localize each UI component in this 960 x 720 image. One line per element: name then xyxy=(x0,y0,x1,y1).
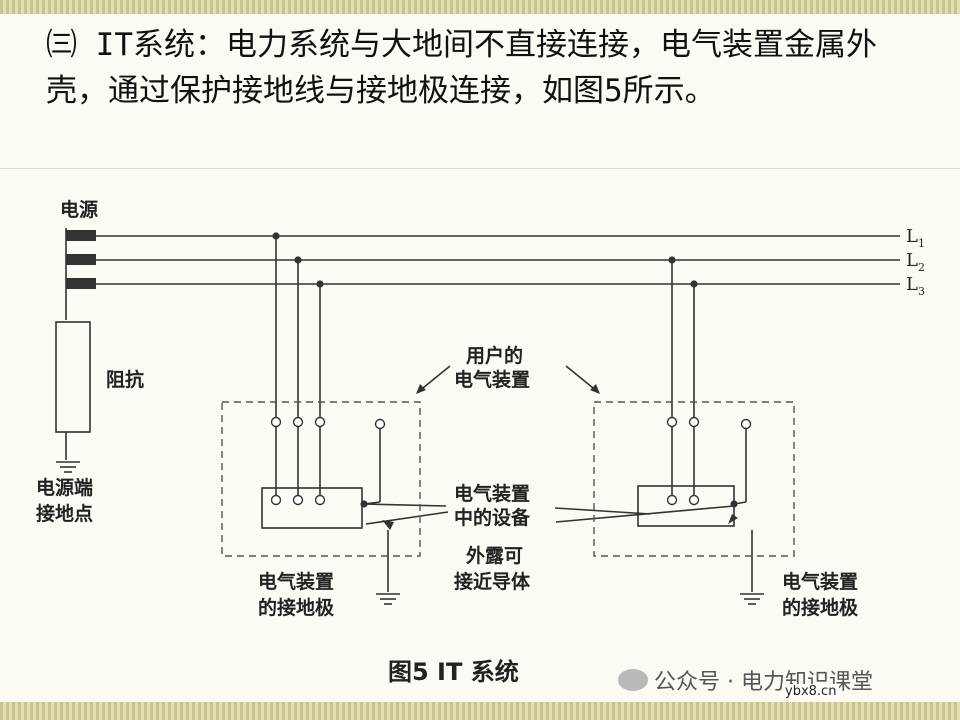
label-equipment-1: 电气装置 xyxy=(454,482,530,505)
wechat-icon xyxy=(618,669,648,691)
right-installation-boundary xyxy=(593,401,795,557)
diagram-caption: 图5 IT 系统 xyxy=(388,658,519,686)
label-user-install-1: 用户的 xyxy=(466,344,523,367)
watermark-text: 公众号 · 电力知识课堂 xyxy=(654,670,873,695)
source-phase-block-2 xyxy=(66,254,96,265)
label-exposed-1: 外露可 xyxy=(466,544,523,567)
bottom-decor-stripe xyxy=(0,702,960,720)
label-source: 电源 xyxy=(60,198,98,221)
label-ground-left-1: 电气装置 xyxy=(258,570,334,593)
left-installation-boundary xyxy=(221,401,421,557)
right-device xyxy=(637,485,735,527)
heading-marker: ㈢ xyxy=(46,27,77,63)
it-system-diagram: L1 L2 L3 电源 阻抗 电源端 接地点 用户的 电气装置 电气装置 中的设… xyxy=(36,198,925,686)
heading-text: ㈢ IT系统：电力系统与大地间不直接连接，电气装置金属外壳，通过保护接地线与接地… xyxy=(46,22,926,114)
label-source-ground-2: 接地点 xyxy=(36,502,93,525)
label-ground-right-2: 的接地极 xyxy=(782,596,859,619)
impedance-box xyxy=(55,321,91,433)
label-exposed-2: 接近导体 xyxy=(454,570,531,593)
left-device xyxy=(261,487,363,529)
source-phase-block-3 xyxy=(66,278,96,289)
label-L2: L2 xyxy=(906,250,925,274)
diagram-frame-line xyxy=(0,168,960,169)
label-source-ground-1: 电源端 xyxy=(36,476,93,499)
site-label: ybx8.cn xyxy=(782,684,840,699)
label-ground-right-1: 电气装置 xyxy=(782,570,858,593)
heading-body: IT系统：电力系统与大地间不直接连接，电气装置金属外壳，通过保护接地线与接地极连… xyxy=(46,27,877,109)
label-equipment-2: 中的设备 xyxy=(454,506,531,529)
label-L1: L1 xyxy=(906,226,925,250)
label-user-install-2: 电气装置 xyxy=(454,368,530,391)
top-decor-stripe xyxy=(0,0,960,14)
label-impedance: 阻抗 xyxy=(106,368,144,391)
label-L3: L3 xyxy=(906,274,925,298)
label-ground-left-2: 的接地极 xyxy=(258,596,335,619)
source-phase-block-1 xyxy=(66,230,96,241)
